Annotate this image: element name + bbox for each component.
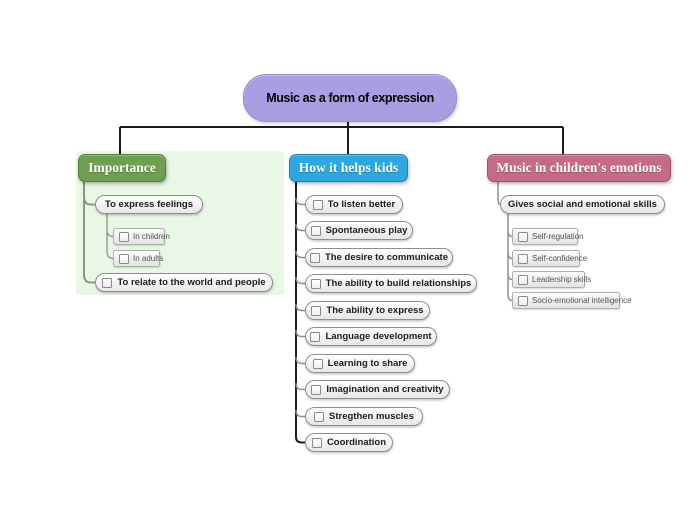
node-stregthen-muscles[interactable]: Stregthen muscles bbox=[305, 407, 423, 426]
node-label: The desire to communicate bbox=[324, 252, 448, 263]
branch-node-how-it-helps-kids[interactable]: How it helps kids bbox=[289, 154, 408, 182]
node-label: Socio-emotional intelligence bbox=[532, 296, 632, 305]
checkbox-icon[interactable] bbox=[311, 384, 322, 395]
checkbox-icon[interactable] bbox=[312, 358, 323, 369]
branch-label: Importance bbox=[88, 160, 156, 175]
node-language-development[interactable]: Language development bbox=[305, 327, 437, 346]
checkbox-icon[interactable] bbox=[310, 225, 321, 236]
node-to-relate-to-the-world-and-people[interactable]: To relate to the world and people bbox=[95, 273, 273, 292]
node-in-children[interactable]: In children bbox=[113, 228, 170, 245]
node-label: Language development bbox=[325, 331, 432, 342]
node-label: Coordination bbox=[326, 437, 387, 448]
node-label: Gives social and emotional skills bbox=[508, 199, 657, 210]
node-learning-to-share[interactable]: Learning to share bbox=[305, 354, 415, 373]
node-in-adults[interactable]: In adults bbox=[113, 250, 164, 267]
node-the-desire-to-communicate[interactable]: The desire to communicate bbox=[305, 248, 453, 267]
node-spontaneous-play[interactable]: Spontaneous play bbox=[305, 221, 413, 240]
node-label: Self-confidence bbox=[532, 254, 588, 263]
branch-node-importance[interactable]: Importance bbox=[78, 154, 166, 182]
node-imagination-and-creativity[interactable]: Imagination and creativity bbox=[305, 380, 450, 399]
node-label: Self-regulation bbox=[532, 232, 584, 241]
node-coordination[interactable]: Coordination bbox=[305, 433, 393, 452]
node-label: Imagination and creativity bbox=[326, 384, 444, 395]
node-to-express-feelings[interactable]: To express feelings bbox=[95, 195, 203, 214]
checkbox-icon[interactable] bbox=[518, 295, 528, 306]
node-label: In children bbox=[133, 232, 170, 241]
checkbox-icon[interactable] bbox=[518, 231, 528, 242]
node-label: The ability to build relationships bbox=[325, 278, 472, 289]
node-label: Stregthen muscles bbox=[329, 411, 414, 422]
node-label: The ability to express bbox=[326, 305, 424, 316]
node-label: To relate to the world and people bbox=[117, 277, 266, 288]
node-self-regulation[interactable]: Self-regulation bbox=[512, 228, 584, 245]
checkbox-icon[interactable] bbox=[312, 199, 323, 210]
branch-label: How it helps kids bbox=[298, 160, 399, 175]
checkbox-icon[interactable] bbox=[311, 305, 322, 316]
node-socio-emotional-intelligence[interactable]: Socio-emotional intelligence bbox=[512, 292, 632, 309]
root-node-label: Music as a form of expression bbox=[266, 91, 434, 105]
checkbox-icon[interactable] bbox=[310, 331, 321, 342]
checkbox-icon[interactable] bbox=[310, 278, 321, 289]
node-label: Learning to share bbox=[327, 358, 408, 369]
checkbox-icon[interactable] bbox=[518, 253, 528, 264]
checkbox-icon[interactable] bbox=[309, 252, 320, 263]
checkbox-icon[interactable] bbox=[119, 253, 129, 264]
node-label: To listen better bbox=[327, 199, 396, 210]
node-gives-social-and-emotional-skills[interactable]: Gives social and emotional skills bbox=[500, 195, 665, 214]
node-the-ability-to-build-relationships[interactable]: The ability to build relationships bbox=[305, 274, 477, 293]
branch-label: Music in children's emotions bbox=[496, 160, 662, 175]
node-label: In adults bbox=[133, 254, 164, 263]
node-leadership-skills[interactable]: Leadership skills bbox=[512, 271, 591, 288]
checkbox-icon[interactable] bbox=[314, 411, 324, 422]
node-label: Spontaneous play bbox=[325, 225, 408, 236]
checkbox-icon[interactable] bbox=[102, 277, 113, 288]
node-label: To express feelings bbox=[105, 199, 193, 210]
checkbox-icon[interactable] bbox=[311, 437, 322, 448]
node-self-confidence[interactable]: Self-confidence bbox=[512, 250, 587, 267]
node-the-ability-to-express[interactable]: The ability to express bbox=[305, 301, 430, 320]
checkbox-icon[interactable] bbox=[518, 274, 528, 285]
checkbox-icon[interactable] bbox=[119, 231, 129, 242]
node-label: Leadership skills bbox=[532, 275, 592, 284]
branch-node-music-in-childrens-emotions[interactable]: Music in children's emotions bbox=[487, 154, 671, 182]
root-node[interactable]: Music as a form of expression bbox=[243, 74, 457, 122]
node-to-listen-better[interactable]: To listen better bbox=[305, 195, 403, 214]
